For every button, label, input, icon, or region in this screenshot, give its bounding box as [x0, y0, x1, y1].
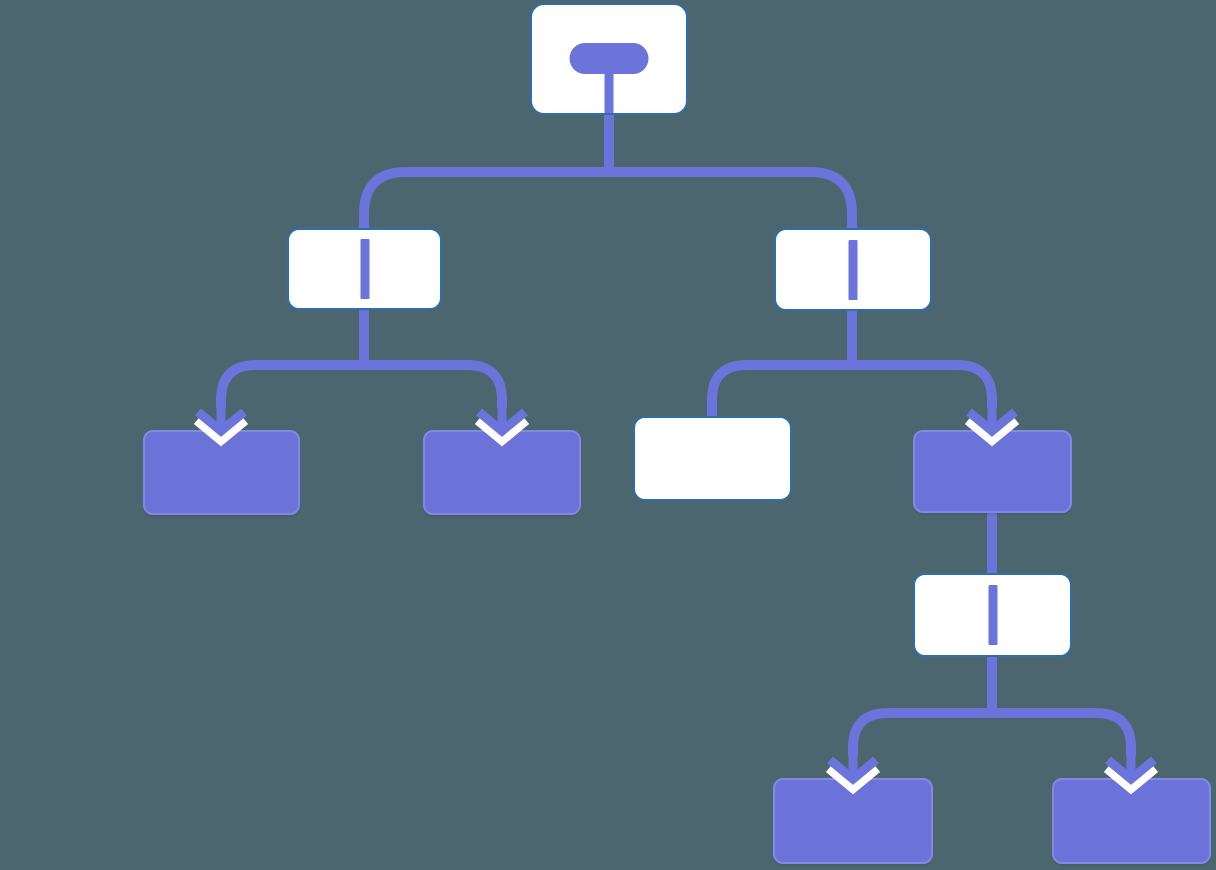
node-pass-right[interactable]	[774, 228, 932, 311]
insert-chevron-icon	[964, 405, 1020, 447]
node-empty-white[interactable]	[633, 416, 792, 501]
root-pill-icon	[569, 43, 649, 74]
pass-through-line-icon	[360, 239, 369, 299]
insert-chevron-icon	[193, 405, 249, 447]
pass-through-line-icon	[848, 239, 858, 300]
insert-chevron-icon	[474, 405, 530, 447]
pass-through-line-icon	[988, 585, 997, 645]
insert-chevron-icon	[1103, 753, 1159, 795]
node-pass-left[interactable]	[287, 228, 442, 310]
root-stem-icon	[604, 72, 614, 113]
node-leaf-c[interactable]	[913, 430, 1072, 513]
node-root[interactable]	[530, 3, 688, 115]
node-leaf-d[interactable]	[773, 778, 933, 864]
insert-chevron-icon	[825, 753, 881, 795]
node-pass-bottom[interactable]	[913, 573, 1072, 657]
